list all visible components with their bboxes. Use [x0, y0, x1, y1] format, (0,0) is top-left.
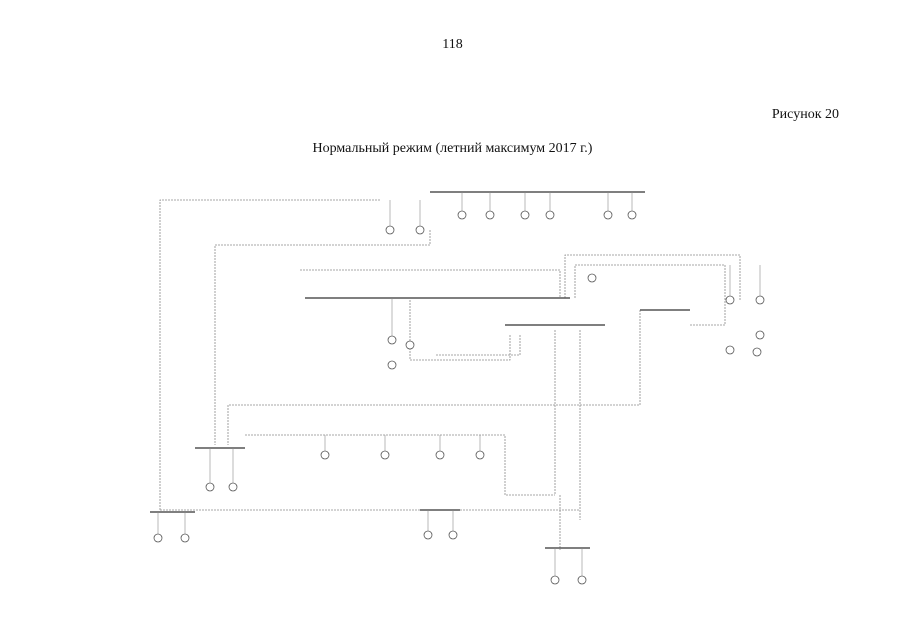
line-left-outer	[159, 199, 380, 510]
equipment-taps	[157, 192, 761, 576]
generator-symbol	[627, 210, 637, 220]
line-right-box	[564, 254, 741, 300]
generator-symbol	[545, 210, 555, 220]
generator-symbol	[485, 210, 495, 220]
line-center-down	[435, 335, 521, 356]
generator-symbol	[153, 533, 163, 543]
generator-symbol	[520, 210, 530, 220]
generator-symbol	[755, 330, 765, 340]
generator-symbol	[385, 225, 395, 235]
generator-symbol	[387, 335, 397, 345]
generator-symbol	[228, 482, 238, 492]
page-number: 118	[442, 37, 463, 52]
generator-symbol	[577, 575, 587, 585]
generator-symbol	[755, 295, 765, 305]
generator-symbol	[320, 450, 330, 460]
line-middle-top	[300, 269, 561, 298]
figure-caption: Нормальный режим (летний максимум 2017 г…	[312, 141, 593, 156]
generator-symbol	[180, 533, 190, 543]
generator-symbol	[415, 225, 425, 235]
line-left-inner	[214, 230, 431, 445]
line-bus-right	[227, 310, 641, 445]
busbars	[150, 191, 690, 549]
generator-symbol	[205, 482, 215, 492]
generator-symbol	[380, 450, 390, 460]
generator-symbol	[448, 530, 458, 540]
generator-symbol	[457, 210, 467, 220]
generator-symbol	[550, 575, 560, 585]
generator-symbol	[725, 345, 735, 355]
generator-symbol	[603, 210, 613, 220]
power-lines	[159, 199, 741, 550]
line-right-inner	[574, 264, 726, 326]
generator-symbol	[725, 295, 735, 305]
generator-symbol	[752, 347, 762, 357]
generator-symbol	[435, 450, 445, 460]
figure-label: Рисунок 20	[771, 107, 839, 122]
generator-symbol	[475, 450, 485, 460]
line-lower-bus	[245, 434, 555, 496]
generator-symbol	[387, 360, 397, 370]
generator-symbol	[405, 340, 415, 350]
line-middle-down	[409, 300, 511, 361]
generator-units	[153, 210, 765, 585]
generator-symbol	[587, 273, 597, 283]
generator-symbol	[423, 530, 433, 540]
